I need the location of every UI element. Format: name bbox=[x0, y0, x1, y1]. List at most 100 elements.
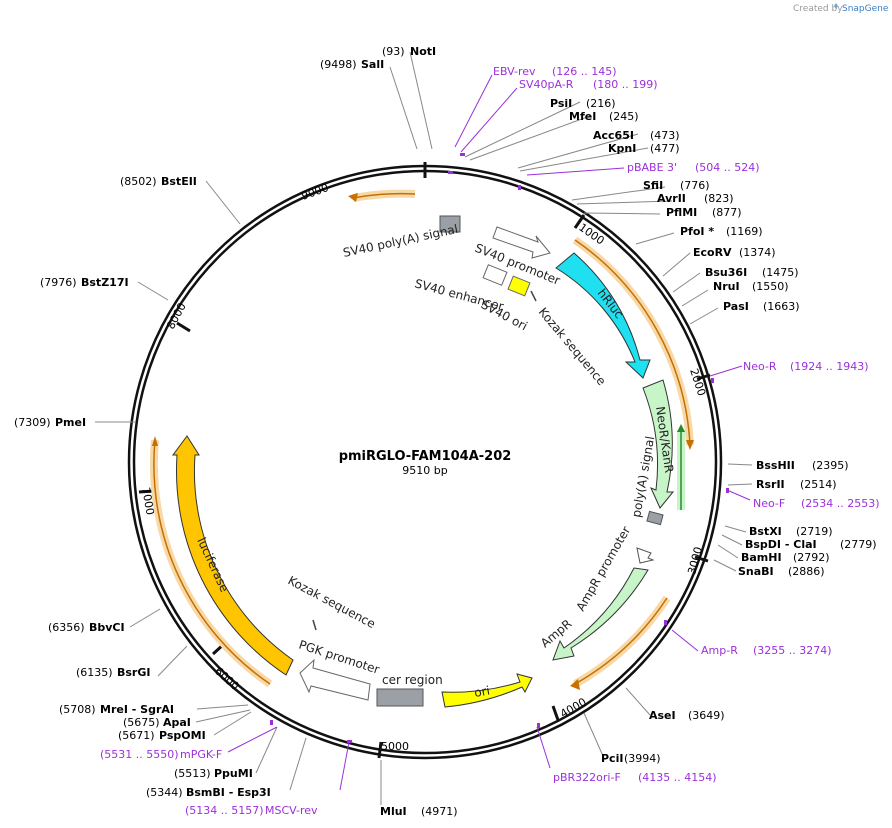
svg-text:(6356): (6356) bbox=[48, 621, 85, 634]
svg-text:AseI: AseI bbox=[649, 709, 676, 722]
svg-text:pBR322ori-F: pBR322ori-F bbox=[553, 771, 621, 784]
svg-text:(6135): (6135) bbox=[76, 666, 113, 679]
enzyme-pmeI[interactable]: (7309)PmeI bbox=[14, 416, 86, 429]
primer-pbabe3[interactable]: pBABE 3'(504 .. 524) bbox=[627, 161, 760, 174]
enzyme-bsu36I[interactable]: Bsu36I(1475) bbox=[705, 266, 799, 279]
cer-region-box bbox=[376, 688, 424, 707]
svg-text:PmeI: PmeI bbox=[55, 416, 86, 429]
svg-text:AvrII: AvrII bbox=[657, 192, 686, 205]
svg-text:(1924 .. 1943): (1924 .. 1943) bbox=[790, 360, 869, 373]
svg-text:BsrGI: BsrGI bbox=[117, 666, 150, 679]
svg-text:BstXI: BstXI bbox=[749, 525, 782, 538]
svg-text:(1475): (1475) bbox=[762, 266, 799, 279]
tick-6000: 6000 bbox=[212, 665, 242, 693]
enzyme-pflmI[interactable]: PflMI(877) bbox=[666, 206, 742, 219]
plasmid-size: 9510 bp bbox=[402, 464, 447, 477]
svg-text:(5671): (5671) bbox=[118, 729, 155, 742]
svg-text:(477): (477) bbox=[650, 142, 680, 155]
hrluc-arrow bbox=[555, 252, 651, 379]
feature-shapes bbox=[172, 215, 675, 708]
enzyme-avrII[interactable]: AvrII(823) bbox=[657, 192, 734, 205]
enzyme-bstz17I[interactable]: (7976)BstZ17I bbox=[40, 276, 129, 289]
enzyme-pasI[interactable]: PasI(1663) bbox=[723, 300, 800, 313]
brand-text: SnapGene bbox=[842, 4, 889, 14]
enzyme-bsmbi-esp3i[interactable]: (5344)BsmBI - Esp3I bbox=[146, 786, 271, 799]
enzyme-pfoI[interactable]: PfoI *(1169) bbox=[680, 225, 763, 238]
enzyme-ppumI[interactable]: (5513)PpuMI bbox=[174, 767, 253, 780]
svg-text:BspDI - ClaI: BspDI - ClaI bbox=[745, 538, 817, 551]
enzyme-snabI[interactable]: SnaBI (2886) bbox=[738, 565, 825, 578]
enzyme-acc65I[interactable]: Acc65I (473) bbox=[593, 129, 680, 142]
enzyme-rsrII[interactable]: RsrII(2514) bbox=[756, 478, 837, 491]
svg-text:(180 .. 199): (180 .. 199) bbox=[593, 78, 658, 91]
svg-text:(2514): (2514) bbox=[800, 478, 837, 491]
svg-text:Neo-F: Neo-F bbox=[753, 497, 785, 510]
enzyme-nruI[interactable]: NruI(1550) bbox=[713, 280, 789, 293]
svg-text:(473): (473) bbox=[650, 129, 680, 142]
primer-mscv-rev[interactable]: (5134 .. 5157)MSCV-rev bbox=[185, 804, 318, 817]
primer-markers bbox=[270, 153, 729, 743]
svg-text:(126 .. 145): (126 .. 145) bbox=[552, 65, 617, 78]
svg-text:SnaBI: SnaBI bbox=[738, 565, 774, 578]
svg-text:(1169): (1169) bbox=[726, 225, 763, 238]
enzyme-apaI[interactable]: (5675)ApaI bbox=[123, 716, 191, 729]
sv40-promoter-arrow bbox=[492, 226, 551, 259]
enzyme-bstxI[interactable]: BstXI(2719) bbox=[749, 525, 833, 538]
svg-text:NotI: NotI bbox=[410, 45, 436, 58]
svg-text:PsiI: PsiI bbox=[550, 97, 572, 110]
enzyme-psiI[interactable]: PsiI(216) bbox=[550, 97, 616, 110]
svg-text:(5513): (5513) bbox=[174, 767, 211, 780]
enzyme-pspomI[interactable]: (5671)PspOMI bbox=[118, 729, 206, 742]
kozak-top-mark bbox=[530, 290, 537, 302]
svg-text:(4971): (4971) bbox=[421, 805, 458, 818]
svg-text:(8502): (8502) bbox=[120, 175, 157, 188]
enzyme-bbvcI[interactable]: (6356) BbvCI bbox=[48, 621, 125, 634]
snapgene-logo-icon bbox=[834, 3, 838, 9]
svg-text:NruI: NruI bbox=[713, 280, 740, 293]
enzyme-kpnI[interactable]: KpnI(477) bbox=[608, 142, 680, 155]
enzyme-mluI[interactable]: MluI(4971) bbox=[380, 805, 458, 818]
label-cer-region: cer region bbox=[382, 673, 443, 687]
svg-text:Acc65I: Acc65I bbox=[593, 129, 634, 142]
tick-9000: 9000 bbox=[300, 181, 331, 203]
enzyme-mrei-sgrai[interactable]: (5708)MreI - SgrAI bbox=[59, 703, 174, 716]
enzyme-bamhI[interactable]: BamHI(2792) bbox=[741, 551, 830, 564]
svg-text:(1374): (1374) bbox=[739, 246, 776, 259]
svg-text:MfeI: MfeI bbox=[569, 110, 596, 123]
svg-text:MSCV-rev: MSCV-rev bbox=[265, 804, 318, 817]
enzyme-ecorv[interactable]: EcoRV(1374) bbox=[693, 246, 776, 259]
enzyme-aseI[interactable]: AseI(3649) bbox=[649, 709, 725, 722]
svg-text:(5134 .. 5157): (5134 .. 5157) bbox=[185, 804, 264, 817]
enzyme-salI[interactable]: (9498)SalI bbox=[320, 58, 384, 71]
svg-text:Amp-R: Amp-R bbox=[701, 644, 738, 657]
primer-neo-f[interactable]: Neo-F(2534 .. 2553) bbox=[753, 497, 880, 510]
svg-text:BbvCI: BbvCI bbox=[89, 621, 125, 634]
enzyme-sfiI[interactable]: SfiI(776) bbox=[643, 179, 710, 192]
svg-text:pBABE 3': pBABE 3' bbox=[627, 161, 677, 174]
enzyme-pciI[interactable]: PciI(3994) bbox=[601, 752, 661, 765]
primer-ebv-rev[interactable]: EBV-rev(126 .. 145) bbox=[493, 65, 617, 78]
svg-text:BamHI: BamHI bbox=[741, 551, 782, 564]
primer-amp-r[interactable]: Amp-R (3255 .. 3274) bbox=[701, 644, 832, 657]
enzyme-bsrgI[interactable]: (6135) BsrGI bbox=[76, 666, 150, 679]
svg-text:(2886): (2886) bbox=[788, 565, 825, 578]
svg-text:BstEII: BstEII bbox=[161, 175, 197, 188]
primer-pbr322ori-f[interactable]: pBR322ori-F(4135 .. 4154) bbox=[553, 771, 717, 784]
svg-text:(3255 .. 3274): (3255 .. 3274) bbox=[753, 644, 832, 657]
primer-mpgk-f[interactable]: (5531 .. 5550)mPGK-F bbox=[100, 748, 222, 761]
primer-neo-r[interactable]: Neo-R(1924 .. 1943) bbox=[743, 360, 869, 373]
kozak-bottom-mark bbox=[312, 619, 317, 631]
enzyme-bsshII[interactable]: BssHII(2395) bbox=[756, 459, 849, 472]
enzyme-bsteII[interactable]: (8502) BstEII bbox=[120, 175, 197, 188]
svg-text:BsmBI - Esp3I: BsmBI - Esp3I bbox=[186, 786, 271, 799]
svg-text:(877): (877) bbox=[712, 206, 742, 219]
enzyme-bspdi-clai[interactable]: BspDI - ClaI(2779) bbox=[745, 538, 877, 551]
primer-sv40pa-r[interactable]: SV40pA-R(180 .. 199) bbox=[519, 78, 658, 91]
enzyme-leaders bbox=[95, 51, 753, 805]
svg-text:PasI: PasI bbox=[723, 300, 749, 313]
enzyme-notI[interactable]: (93)NotI bbox=[382, 45, 436, 58]
primer-leaders bbox=[227, 74, 751, 791]
svg-text:(5531 .. 5550): (5531 .. 5550) bbox=[100, 748, 179, 761]
enzyme-mfeI[interactable]: MfeI(245) bbox=[569, 110, 639, 123]
